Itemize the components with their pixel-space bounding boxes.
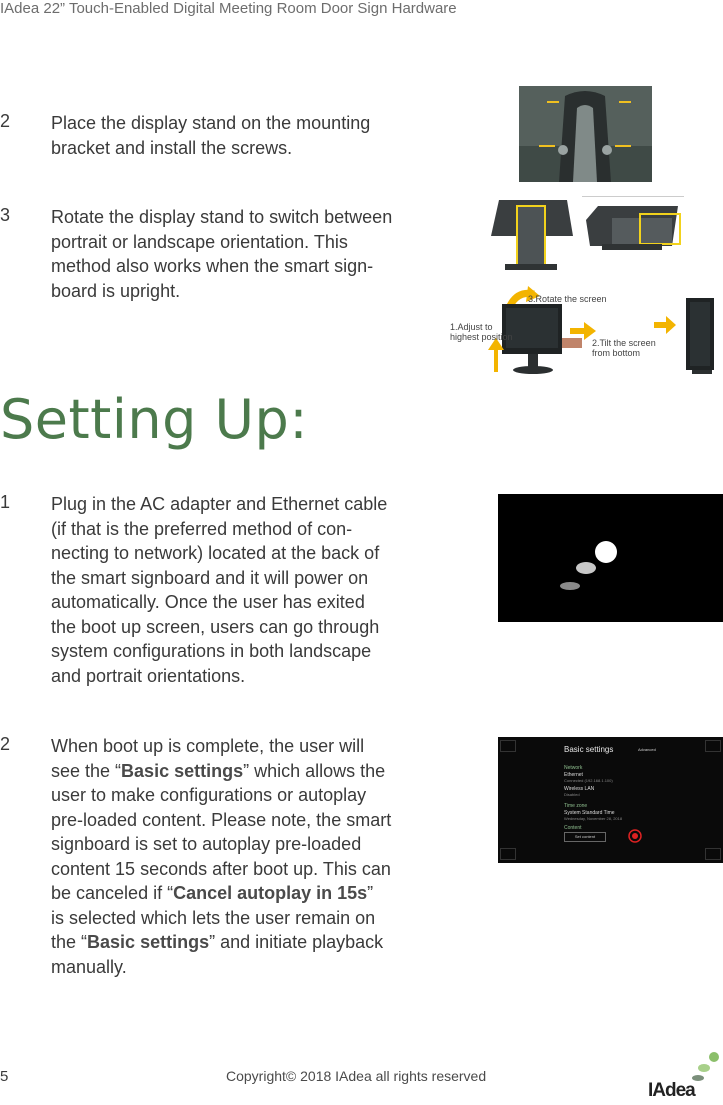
settings-wireless: Wireless LAN	[564, 786, 595, 792]
label-tilt-line: from bottom	[592, 348, 641, 358]
corner-box	[705, 848, 721, 860]
cancel-autoplay-icon	[628, 829, 642, 843]
page-number: 5	[0, 1068, 9, 1085]
basic-settings-screenshot: Basic settings Advanced Network Ethernet…	[498, 737, 723, 863]
label-tilt-line: 2.Tilt the screen	[592, 338, 656, 348]
corner-box	[500, 848, 516, 860]
settings-set-content-button: Set content	[564, 832, 606, 842]
copyright: Copyright© 2018 IAdea all rights reserve…	[226, 1068, 487, 1084]
step-line: system configurations in both landscape	[51, 641, 372, 661]
settings-timezone-date: Wednesday, November 28, 2018	[564, 816, 623, 821]
corner-box	[500, 740, 516, 752]
step-line: When boot up is complete, the user will	[51, 736, 365, 756]
step-line: be canceled if “Cancel autoplay in 15s”	[51, 883, 374, 903]
logo-wordmark: IAdea	[648, 1080, 696, 1101]
label-adjust: 1.Adjust to highest position	[450, 322, 513, 342]
stand-bracket-photo	[519, 86, 652, 182]
step-line: automatically. Once the user has exited	[51, 592, 365, 612]
settings-ethernet: Ethernet	[564, 772, 583, 778]
emphasis-basic-settings: Basic settings	[87, 932, 210, 952]
settings-ethernet-status: Connected (192.168.1.100)	[564, 778, 613, 783]
label-adjust-line: highest position	[450, 332, 513, 342]
boot-screen-image	[498, 494, 723, 622]
step-line: and portrait orientations.	[51, 665, 246, 686]
rotate-photo-landscape	[582, 196, 684, 272]
step-line: board is upright.	[51, 280, 181, 301]
step-line: (if that is the preferred method of con-	[51, 518, 353, 539]
logo-dots-icon	[692, 1052, 719, 1081]
iadea-logo: IAdea	[646, 1052, 720, 1102]
settings-timezone-value: System Standard Time	[564, 810, 615, 816]
settings-title: Basic settings	[564, 745, 614, 754]
step-line: Place the display stand on the mounting	[51, 113, 371, 133]
landscape-stand-illustration	[582, 196, 684, 250]
label-rotate: 3.Rotate the screen	[528, 294, 607, 304]
settings-network-header: Network	[564, 765, 583, 771]
rotation-diagram-drawing	[488, 286, 714, 374]
step-line: is selected which lets the user remain o…	[51, 907, 376, 928]
stand-bracket-illustration	[519, 86, 652, 182]
step-text: Place the display stand on the mounting …	[51, 111, 370, 160]
step-text: When boot up is complete, the user will …	[51, 734, 391, 979]
step-number: 2	[0, 734, 11, 754]
settings-content-header: Content	[564, 825, 582, 831]
step-number: 3	[0, 205, 11, 225]
step-line: signboard is set to autoplay pre-loaded	[51, 834, 362, 854]
step-text: Plug in the AC adapter and Ethernet cabl…	[51, 492, 387, 688]
step-line: portrait or landscape orientation. This	[51, 231, 348, 252]
boot-logo-dots	[560, 541, 617, 590]
step-number: 1	[0, 492, 11, 512]
settings-advanced-button: Advanced	[638, 747, 656, 752]
step-line: bracket and install the screws.	[51, 137, 293, 158]
settings-wireless-status: Disabled	[564, 792, 580, 797]
section-heading: Setting Up:	[0, 388, 309, 451]
portrait-stand-illustration	[491, 200, 573, 270]
rotate-photo-portrait	[487, 196, 575, 272]
emphasis-basic-settings: Basic settings	[121, 760, 244, 781]
step-line: Plug in the AC adapter and Ethernet cabl…	[51, 494, 388, 514]
step-line: see the “Basic settings” which allows th…	[51, 760, 386, 781]
step-line: user to make configurations or autoplay	[51, 785, 367, 805]
corner-box	[705, 740, 721, 752]
step-line: the “Basic settings” and initiate playba…	[51, 932, 384, 952]
step-line: method also works when the smart sign-	[51, 256, 374, 276]
step-number: 2	[0, 111, 11, 131]
step-line: the boot up screen, users can go through	[51, 616, 380, 637]
step-line: pre-loaded content. Please note, the sma…	[51, 809, 392, 830]
step-text: Rotate the display stand to switch betwe…	[51, 205, 392, 303]
label-tilt: 2.Tilt the screen from bottom	[592, 338, 656, 358]
step-line: the smart signboard and it will power on	[51, 567, 369, 588]
rotation-diagram: 3.Rotate the screen 1.Adjust to highest …	[450, 284, 723, 380]
label-adjust-line: 1.Adjust to	[450, 322, 493, 332]
step-line: manually.	[51, 956, 127, 977]
step-line: necting to network) located at the back …	[51, 543, 380, 563]
step-line: content 15 seconds after boot up. This c…	[51, 858, 391, 879]
emphasis-cancel-autoplay: Cancel autoplay in 15s	[173, 883, 368, 903]
step-line: Rotate the display stand to switch betwe…	[51, 207, 393, 227]
settings-timezone-header: Time zone	[564, 803, 588, 809]
header-title: IAdea 22” Touch-Enabled Digital Meeting …	[0, 0, 457, 17]
